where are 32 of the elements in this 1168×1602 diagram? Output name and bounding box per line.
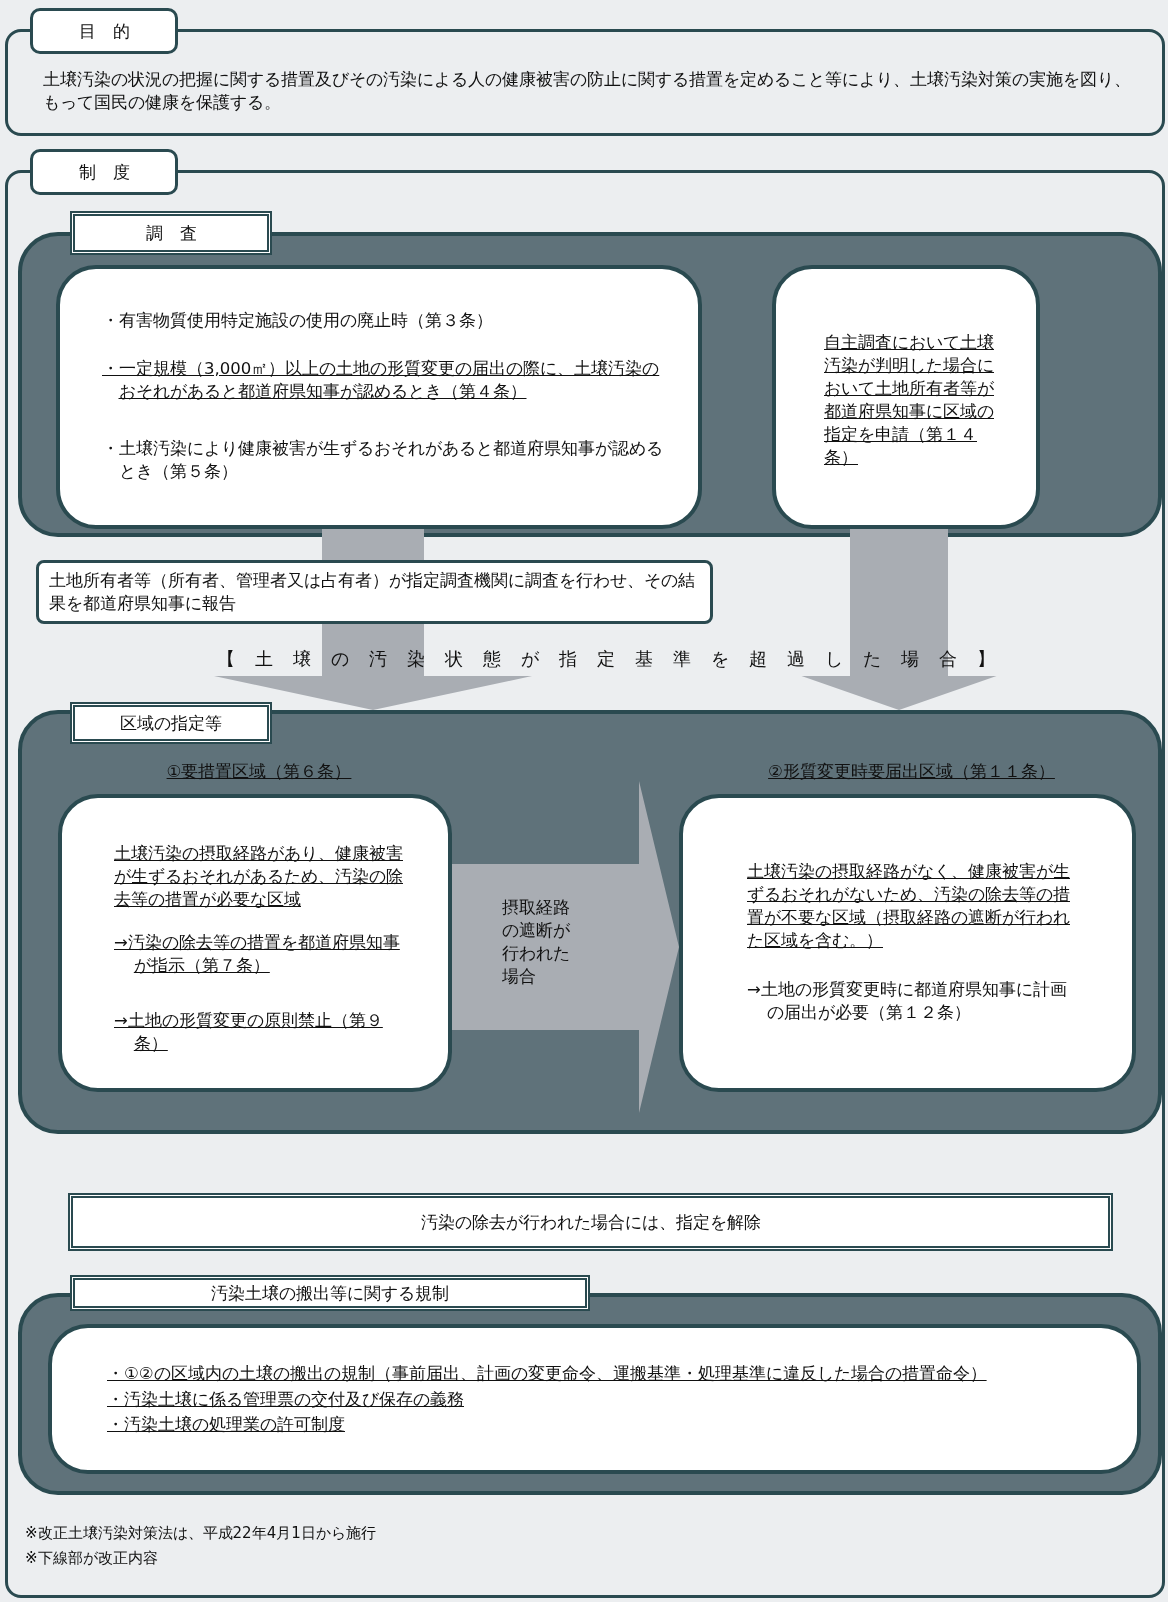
body-text: →汚染の除去等の措置を都道府県知事が指示（第７条） <box>114 932 401 977</box>
report-box <box>36 560 713 624</box>
area-heading: ②形質変更時要届出区域（第１１条） <box>767 761 1056 783</box>
section-tab: 区域の指定等 <box>70 702 272 744</box>
footnote: ※下線部が改正内容 <box>25 1548 159 1569</box>
body-text: 土壌汚染の摂取経路があり、健康被害が生ずるおそれがあるため、汚染の除去等の措置が必要な区域 <box>114 843 404 911</box>
application-box <box>772 265 1040 529</box>
body-text: 土壌汚染の状況の把握に関する措置及びその汚染による人の健康被害の防止に関する措置を定めること等により、土壌汚染対策の実施を図り、もって国民の健康を保護する。 <box>43 69 1132 114</box>
body-text: 土地所有者等（所有者、管理者又は占有者）が指定調査機関に調査を行わせ、その結果を都道府県知事に報告 <box>49 570 696 615</box>
section-tab: 汚染土壌の搬出等に関する規制 <box>70 1275 590 1311</box>
regulation-box <box>48 1324 1141 1474</box>
body-text: 自主調査において土壌汚染が判明した場合において土地所有者等が都道府県知事に区域の指定を申請（第１４条） <box>824 332 995 469</box>
body-text: →土地の形質変更の原則禁止（第９条） <box>114 1010 384 1055</box>
body-text: ・有害物質使用特定施設の使用の廃止時（第３条） <box>102 310 494 332</box>
block-arrow <box>214 529 532 710</box>
survey-box <box>56 265 702 529</box>
body-text: →土地の形質変更時に都道府県知事に計画の届出が必要（第１２条） <box>747 979 1068 1024</box>
footnote: ※改正土壌汚染対策法は、平成22年4月1日から施行 <box>25 1523 377 1544</box>
section-tab: 制 度 <box>30 149 178 195</box>
body-text: ・汚染土壌に係る管理票の交付及び保存の義務 <box>107 1389 465 1411</box>
condition-label: 【土壌の汚染状態が指定基準を超過した場合】 <box>216 647 1016 670</box>
area-heading: ①要措置区域（第６条） <box>165 761 353 783</box>
section-tab: 調 査 <box>70 211 272 255</box>
body-text: ・①②の区域内の土壌の搬出の規制（事前届出、計画の変更命令、運搬基準・処理基準に違反した場合の措置命令） <box>107 1363 988 1385</box>
block-arrow <box>801 529 997 710</box>
body-text: 土壌汚染の摂取経路がなく、健康被害が生ずるおそれがないため、汚染の除去等の措置が不要な区域（摂取経路の遮断が行われた区域を含む。） <box>747 861 1071 952</box>
body-text: ・土壌汚染により健康被害が生ずるおそれがあると都道府県知事が認めるとき（第５条） <box>102 438 664 483</box>
release-box <box>68 1193 1113 1251</box>
body-text: 汚染の除去が行われた場合には、指定を解除 <box>419 1212 762 1234</box>
section-tab: 目 的 <box>30 8 178 54</box>
body-text: ・汚染土壌の処理業の許可制度 <box>107 1414 346 1436</box>
body-text: ・一定規模（3,000㎡）以上の土地の形質変更の届出の際に、土壌汚染のおそれがあると都道府県知事が認めるとき（第４条） <box>102 358 661 403</box>
